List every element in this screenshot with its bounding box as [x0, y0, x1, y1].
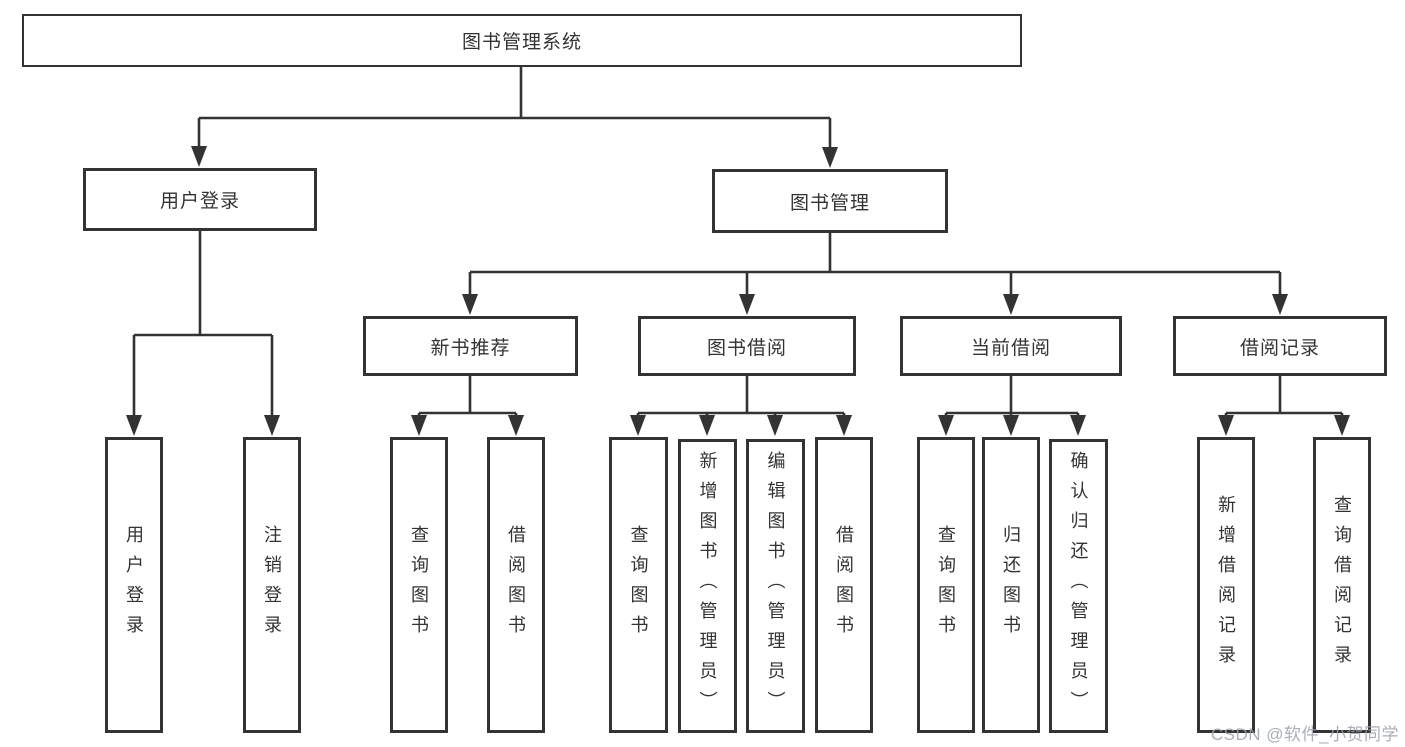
node-current-borrowing: 当前借阅: [900, 316, 1122, 376]
node-system-root: 图书管理系统: [22, 14, 1022, 67]
leaf-query-book-current-label: 查询图书: [936, 525, 956, 645]
node-user-login-label: 用户登录: [159, 191, 240, 212]
node-book-borrowing: 图书借阅: [638, 316, 856, 376]
leaf-add-book-admin: 新增图书（管理员）: [678, 439, 737, 733]
leaf-query-book-current: 查询图书: [917, 437, 975, 733]
leaf-add-borrow-record-label: 新增借阅记录: [1216, 495, 1236, 675]
node-system-root-label: 图书管理系统: [461, 32, 582, 53]
leaf-add-borrow-record: 新增借阅记录: [1197, 437, 1255, 733]
node-new-book-recommend-label: 新书推荐: [430, 337, 511, 359]
leaf-borrow-book-label: 借阅图书: [834, 525, 854, 645]
node-borrow-records: 借阅记录: [1173, 316, 1387, 376]
leaf-query-book-borrowing-label: 查询图书: [628, 525, 649, 645]
node-user-login: 用户登录: [83, 168, 317, 231]
leaf-query-borrow-record-label: 查询借阅记录: [1332, 495, 1352, 675]
leaf-edit-book-admin: 编辑图书（管理员）: [746, 439, 805, 733]
leaf-edit-book-admin-label: 编辑图书（管理员）: [765, 451, 786, 721]
leaf-query-book-borrowing: 查询图书: [609, 437, 668, 733]
leaf-borrow-book-recommend-label: 借阅图书: [506, 525, 526, 645]
leaf-return-book-label: 归还图书: [1001, 525, 1021, 645]
leaf-query-book-recommend: 查询图书: [390, 437, 448, 733]
node-book-management: 图书管理: [712, 169, 948, 233]
leaf-user-login-label: 用户登录: [124, 525, 144, 645]
leaf-borrow-book: 借阅图书: [815, 437, 873, 733]
node-borrow-records-label: 借阅记录: [1239, 337, 1320, 359]
node-book-management-label: 图书管理: [789, 192, 870, 214]
node-book-borrowing-label: 图书借阅: [706, 337, 787, 359]
leaf-query-book-recommend-label: 查询图书: [409, 525, 429, 645]
leaf-return-book: 归还图书: [982, 437, 1040, 733]
leaf-borrow-book-recommend: 借阅图书: [487, 437, 545, 733]
leaf-logout-label: 注销登录: [262, 525, 282, 645]
leaf-user-login: 用户登录: [105, 437, 163, 733]
node-current-borrowing-label: 当前借阅: [970, 337, 1051, 359]
leaf-query-borrow-record: 查询借阅记录: [1313, 437, 1371, 733]
leaf-confirm-return-admin-label: 确认归还（管理员）: [1068, 451, 1089, 721]
leaf-confirm-return-admin: 确认归还（管理员）: [1049, 439, 1108, 733]
leaf-logout: 注销登录: [243, 437, 301, 733]
node-new-book-recommend: 新书推荐: [363, 316, 578, 376]
leaf-add-book-admin-label: 新增图书（管理员）: [697, 451, 718, 721]
